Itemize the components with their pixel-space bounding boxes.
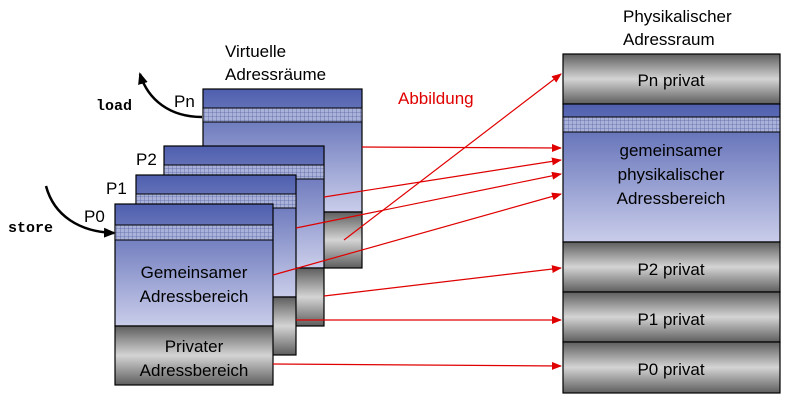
label-pn: Pn	[174, 92, 195, 111]
physical-block-p0	[562, 341, 781, 394]
physical-block-pn	[562, 53, 781, 105]
physical-shared-label-line1: gemeinsamer	[620, 141, 723, 160]
shared-region-label-line1: Gemeinsamer	[141, 263, 248, 282]
label-p1: P1	[106, 179, 127, 198]
arrow-p2-private	[323, 265, 562, 297]
arrow-p2-shared	[323, 157, 562, 198]
physical-address-space	[562, 53, 781, 394]
arrow-pn-shared	[361, 143, 562, 152]
private-region-label-line1: Privater	[165, 337, 224, 356]
label-p2: P2	[136, 150, 157, 169]
mapping-label: Abbildung	[398, 89, 474, 108]
arrow-p0-shared	[272, 192, 562, 276]
load-arrow	[138, 72, 203, 119]
label-p0: P0	[84, 207, 105, 226]
physical-p2-label: P2 privat	[637, 260, 704, 279]
shared-region-label-line2: Adressbereich	[140, 287, 249, 306]
arrow-p0-private	[272, 361, 562, 370]
virtual-space-p0	[114, 203, 274, 386]
physical-p1-label: P1 privat	[637, 310, 704, 329]
virtual-title-line2: Adressräume	[225, 65, 326, 84]
virtual-title-line1: Virtuelle	[225, 42, 286, 61]
load-label: load	[96, 98, 132, 115]
store-arrow	[44, 185, 116, 238]
arrow-pn-private	[343, 73, 562, 241]
arrow-p1-shared	[295, 171, 562, 229]
private-region-label-line2: Adressbereich	[140, 361, 249, 380]
physical-shared-label-line2: physikalischer	[618, 165, 725, 184]
physical-title-line1: Physikalischer	[623, 7, 732, 26]
physical-block-p1	[562, 291, 781, 343]
physical-p0-label: P0 privat	[637, 360, 704, 379]
physical-title-line2: Adressraum	[623, 30, 715, 49]
physical-pn-label: Pn privat	[637, 71, 704, 90]
mapping-arrows	[272, 73, 562, 370]
physical-shared-label-line3: Adressbereich	[617, 189, 726, 208]
store-label: store	[8, 220, 53, 237]
physical-block-p2	[562, 241, 781, 293]
